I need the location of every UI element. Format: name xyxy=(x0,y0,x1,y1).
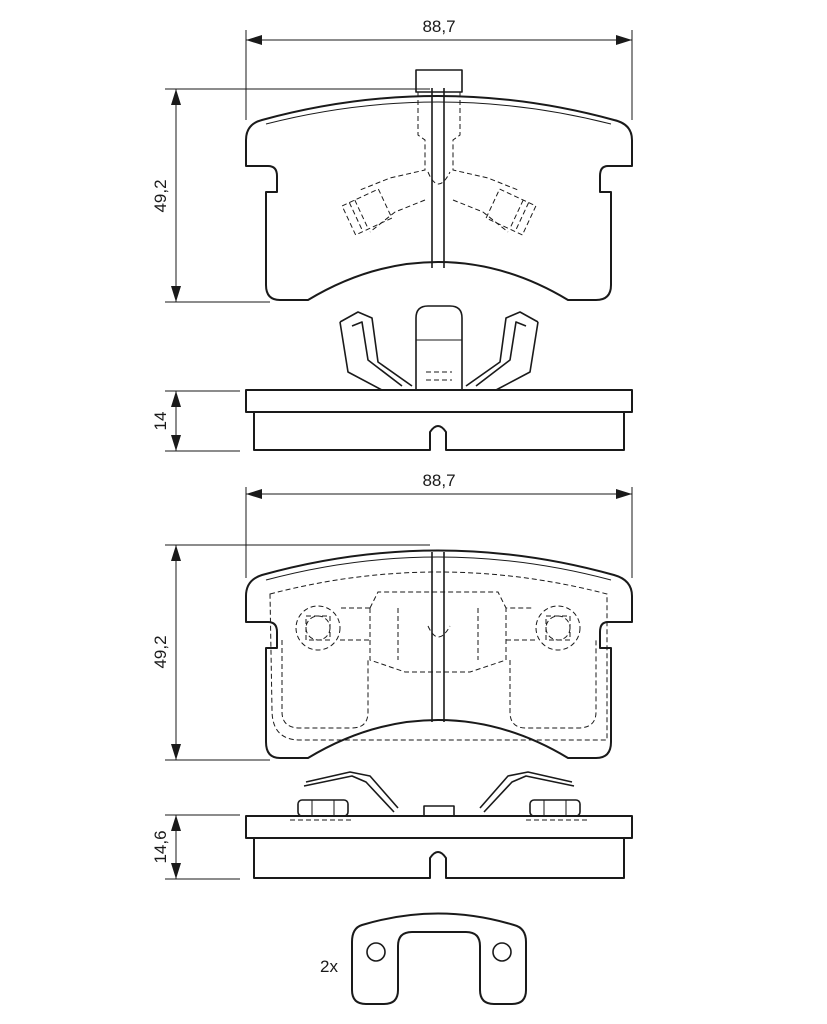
clip-quantity-label: 2x xyxy=(320,957,338,976)
bottom-pad-width-label: 88,7 xyxy=(422,471,455,490)
top-pad-thickness-label: 14 xyxy=(151,412,170,431)
top-pad-side-view xyxy=(245,305,633,451)
bottom-pad-width-dimension: 88,7 xyxy=(245,471,633,578)
bottom-pad-front-view xyxy=(245,549,633,759)
top-pad-height-dimension: 49,2 xyxy=(151,88,430,303)
bottom-pad-thickness-label: 14,6 xyxy=(151,830,170,863)
top-pad-thickness-dimension: 14 xyxy=(151,390,240,452)
top-pad-width-dimension: 88,7 xyxy=(245,17,633,120)
anti-rattle-clip: 2x xyxy=(320,912,527,1005)
top-pad-height-label: 49,2 xyxy=(151,179,170,212)
bottom-pad-thickness-dimension: 14,6 xyxy=(151,814,240,880)
bottom-pad-height-label: 49,2 xyxy=(151,635,170,668)
bottom-pad-side-view xyxy=(245,771,633,879)
top-pad-width-label: 88,7 xyxy=(422,17,455,36)
bottom-pad-height-dimension: 49,2 xyxy=(151,544,430,761)
top-pad-front-view xyxy=(245,69,633,301)
